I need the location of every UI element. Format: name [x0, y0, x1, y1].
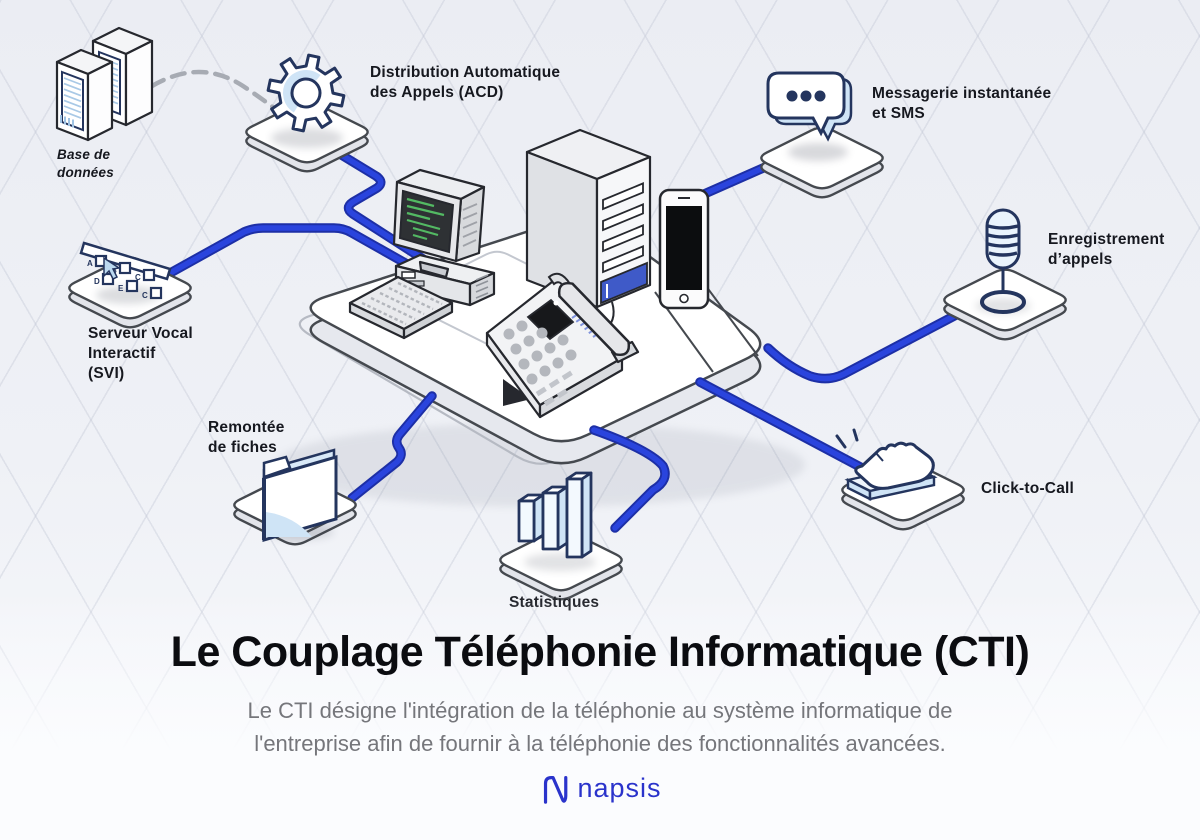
click-sparks	[835, 428, 859, 449]
phone-function-keys	[535, 370, 573, 407]
label-svi: Serveur Vocal Interactif (SVI)	[88, 325, 193, 383]
folder-icon	[262, 448, 338, 542]
label-fiches: Remontée de fiches	[208, 419, 285, 457]
bottom-fade	[0, 590, 1200, 840]
cable-fiches	[349, 393, 435, 501]
cable-acd	[327, 145, 440, 271]
terminal-text-lines	[406, 197, 445, 241]
cable-recording	[765, 312, 959, 382]
phone-handset	[557, 281, 631, 357]
svg-text:E: E	[118, 284, 124, 293]
desk-phone-icon	[485, 272, 640, 419]
terminal-screen	[398, 189, 455, 254]
label-messaging: Messagerie instantanée et SMS	[872, 85, 1052, 123]
server-vents	[602, 182, 644, 274]
gear-icon	[266, 53, 346, 148]
crt-computer-icon	[392, 168, 496, 307]
phone-keypad	[503, 320, 577, 385]
chat-bubble-icon	[766, 71, 853, 161]
server-tower-icon	[525, 128, 652, 333]
cable-svi	[169, 225, 433, 280]
cti-diagram: ABC DEC	[55, 26, 1067, 601]
click-hand-icon	[835, 428, 938, 501]
label-acd: Distribution Automatique des Appels (ACD…	[370, 64, 561, 102]
database-servers-icon	[55, 26, 154, 142]
microphone-icon	[975, 208, 1031, 314]
dashed-link-database-acd	[149, 69, 285, 117]
click-to-call-group	[695, 377, 938, 501]
cable-click-to-call	[697, 379, 867, 472]
svg-text:D: D	[94, 277, 100, 286]
cti-diagram-svg: ABC DEC	[55, 26, 1067, 601]
cursor-icon	[103, 256, 121, 281]
napsis-logo-icon	[544, 776, 568, 804]
platform-messaging	[760, 126, 884, 199]
svg-text:C: C	[142, 291, 148, 300]
brand-name: napsis	[577, 772, 662, 803]
page-subtitle: Le CTI désigne l'intégration de la télép…	[247, 698, 953, 756]
label-recording: Enregistrement d’appels	[1048, 231, 1165, 269]
label-click-to-call: Click-to-Call	[981, 480, 1075, 497]
brand-logo: napsis	[0, 771, 1200, 805]
smartphone-icon	[658, 188, 710, 310]
svg-text:C: C	[135, 273, 141, 282]
keyboard-icon	[348, 275, 454, 340]
svg-text:A: A	[87, 259, 93, 268]
label-database: Base de données	[57, 147, 114, 180]
page-title: Le Couplage Téléphonie Informatique (CTI…	[170, 628, 1030, 676]
bar-chart-icon	[517, 471, 596, 571]
cable-stats	[591, 427, 668, 531]
ivr-menu-icon: ABC DEC	[79, 241, 172, 304]
server-blue-panel	[600, 261, 648, 305]
